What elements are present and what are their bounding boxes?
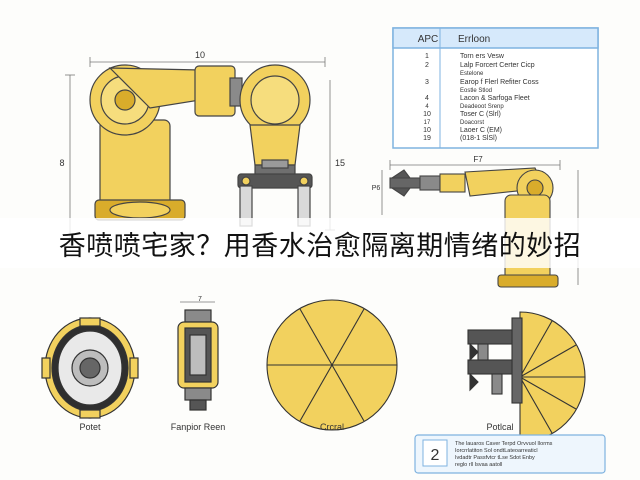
dim-side-height: P6	[372, 185, 381, 192]
pocket-view-label: Potet	[79, 422, 101, 432]
table-row-text: Lacon & Sarfoga Fleet	[460, 95, 530, 102]
table-header-right: Errloon	[458, 34, 490, 45]
note-line: Iorcrrlatiton Sol ondtLateoarreaticl	[455, 448, 538, 454]
table-row-num: 4	[425, 95, 429, 102]
table-row-text: Deadeoot Srenp	[460, 104, 504, 110]
partial-view-label: Potlcal	[486, 422, 513, 432]
gripper-main	[237, 173, 313, 227]
table-row-text: Earop f Flerl Refiter Coss	[460, 79, 539, 86]
table-row-num: 2	[425, 62, 429, 69]
pocket-view	[41, 317, 139, 419]
circular-view-label: Crcral	[320, 422, 344, 432]
dim-right-height: 15	[335, 158, 345, 168]
table-row-text: Eostle Stlod	[460, 88, 492, 94]
dim-top-width: 10	[195, 50, 205, 60]
dim-side-width: F7	[473, 155, 483, 164]
caption-banner: 香喷喷宅家？用香水治愈隔离期情绪的妙招	[0, 218, 640, 268]
parts-table	[392, 27, 599, 149]
table-header-left: APC	[418, 34, 439, 45]
table-row-text: (018-1 SlSl)	[460, 135, 497, 142]
table-row-num: 19	[423, 135, 431, 142]
note-line: Ivdadtr Passfvtcr tLse Sdot Enby	[455, 455, 535, 461]
table-row-num: 3	[425, 79, 429, 86]
table-row-text: Laoer C (EM)	[460, 127, 502, 134]
note-number: 2	[431, 447, 440, 464]
table-row-text: Torn ers Vesw	[460, 53, 505, 60]
side-reen-view	[177, 301, 219, 411]
table-row-text: Estelone	[460, 71, 484, 77]
table-row-num: 4	[425, 104, 429, 110]
table-row-num: 10	[423, 111, 431, 118]
table-row-num: 17	[424, 120, 431, 126]
note-line: The lauaros Caver Terpd Orvvuol Ilorms	[455, 441, 553, 447]
robot-arm-front-view	[89, 64, 313, 227]
side-reen-view-label: Fanpior Reen	[171, 422, 226, 432]
circular-view	[266, 299, 398, 431]
forearm	[249, 124, 301, 166]
partial-view	[467, 311, 586, 443]
main-dimension-lines	[65, 57, 335, 245]
caption-text: 香喷喷宅家？用香水治愈隔离期情绪的妙招	[58, 230, 582, 262]
table-row-text: Lalp Forcert Certer Cicp	[460, 62, 535, 69]
note-panel	[414, 434, 606, 474]
note-line: reglo rll Isvaa aatoll	[455, 462, 502, 468]
dim-left-height: 8	[59, 158, 64, 168]
table-row-num: 10	[423, 127, 431, 134]
dim-small-top: 7	[198, 296, 202, 303]
table-row-text: Doacorst	[460, 120, 484, 126]
table-rows: 1 Torn ers Vesw 2 Lalp Forcert Certer Ci…	[423, 53, 539, 142]
table-row-text: Toser C (Slrl)	[460, 111, 501, 118]
table-row-num: 1	[425, 53, 429, 60]
